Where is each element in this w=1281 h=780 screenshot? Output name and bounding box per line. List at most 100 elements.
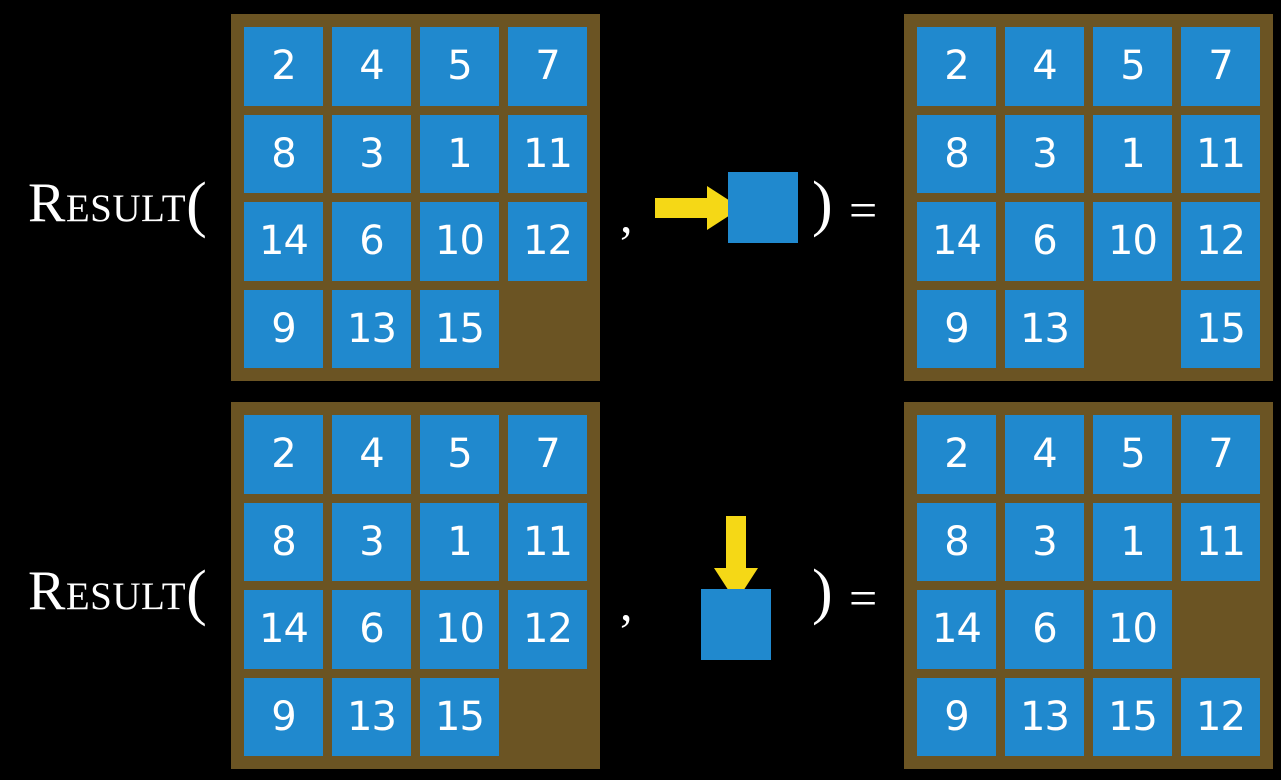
number-tile[interactable]: 13 xyxy=(332,677,411,756)
number-tile[interactable]: 15 xyxy=(420,677,499,756)
number-tile[interactable]: 9 xyxy=(244,677,323,756)
number-tile[interactable]: 6 xyxy=(1005,590,1084,669)
number-tile[interactable]: 2 xyxy=(244,415,323,494)
number-tile[interactable]: 10 xyxy=(1093,590,1172,669)
number-tile[interactable]: 11 xyxy=(508,502,587,581)
comma-separator-row1: , xyxy=(620,187,633,243)
number-tile[interactable]: 12 xyxy=(1181,677,1260,756)
number-tile[interactable]: 7 xyxy=(508,415,587,494)
empty-slot xyxy=(508,678,587,757)
number-tile[interactable]: 7 xyxy=(508,27,587,106)
result-function-label-row1: Result( xyxy=(28,170,207,236)
number-tile[interactable]: 8 xyxy=(917,502,996,581)
number-tile[interactable]: 11 xyxy=(508,114,587,193)
number-tile[interactable]: 8 xyxy=(244,502,323,581)
number-tile[interactable]: 5 xyxy=(420,27,499,106)
number-tile[interactable]: 13 xyxy=(1005,677,1084,756)
number-tile[interactable]: 3 xyxy=(332,114,411,193)
comma-separator-row2: , xyxy=(620,575,633,631)
equals-sign-row1: = xyxy=(849,182,878,238)
number-tile[interactable]: 7 xyxy=(1181,415,1260,494)
number-tile[interactable]: 2 xyxy=(917,415,996,494)
number-tile[interactable]: 1 xyxy=(420,114,499,193)
number-tile[interactable]: 9 xyxy=(917,677,996,756)
number-tile[interactable]: 15 xyxy=(1181,289,1260,368)
number-tile[interactable]: 15 xyxy=(1093,677,1172,756)
number-tile[interactable]: 9 xyxy=(244,289,323,368)
number-tile[interactable]: 13 xyxy=(332,289,411,368)
arrow-right-icon-row1 xyxy=(655,186,741,230)
number-tile[interactable]: 1 xyxy=(1093,114,1172,193)
result-function-label-row2: Result( xyxy=(28,558,207,624)
number-tile[interactable]: 2 xyxy=(917,27,996,106)
number-tile[interactable]: 6 xyxy=(332,202,411,281)
number-tile[interactable]: 3 xyxy=(1005,502,1084,581)
number-tile[interactable]: 10 xyxy=(420,202,499,281)
number-tile[interactable]: 9 xyxy=(917,289,996,368)
number-tile[interactable]: 4 xyxy=(332,415,411,494)
number-tile[interactable]: 5 xyxy=(1093,415,1172,494)
number-tile[interactable]: 4 xyxy=(332,27,411,106)
empty-slot xyxy=(508,290,587,369)
paren-open-row1: ( xyxy=(186,171,208,239)
paren-close-row2: ) xyxy=(812,558,833,626)
function-name-text-row2: Result xyxy=(28,560,187,622)
number-tile[interactable]: 14 xyxy=(244,202,323,281)
number-tile[interactable]: 12 xyxy=(508,590,587,669)
arrow-down-icon-row2 xyxy=(714,516,758,602)
number-tile[interactable]: 5 xyxy=(1093,27,1172,106)
number-tile[interactable]: 4 xyxy=(1005,27,1084,106)
number-tile[interactable]: 5 xyxy=(420,415,499,494)
number-tile[interactable]: 1 xyxy=(420,502,499,581)
number-tile[interactable]: 11 xyxy=(1181,114,1260,193)
number-tile[interactable]: 13 xyxy=(1005,289,1084,368)
number-tile[interactable]: 10 xyxy=(1093,202,1172,281)
number-tile[interactable]: 4 xyxy=(1005,415,1084,494)
blank-tile-icon-row2[interactable] xyxy=(701,589,771,660)
number-tile[interactable]: 14 xyxy=(917,590,996,669)
number-tile[interactable]: 3 xyxy=(332,502,411,581)
number-tile[interactable]: 1 xyxy=(1093,502,1172,581)
number-tile[interactable]: 10 xyxy=(420,590,499,669)
number-tile[interactable]: 14 xyxy=(917,202,996,281)
blank-tile-icon-row1[interactable] xyxy=(728,172,798,243)
number-tile[interactable]: 3 xyxy=(1005,114,1084,193)
number-tile[interactable]: 12 xyxy=(508,202,587,281)
number-tile[interactable]: 8 xyxy=(244,114,323,193)
number-tile[interactable]: 15 xyxy=(420,289,499,368)
number-tile[interactable]: 11 xyxy=(1181,502,1260,581)
number-tile[interactable]: 14 xyxy=(244,590,323,669)
number-tile[interactable]: 6 xyxy=(1005,202,1084,281)
number-tile[interactable]: 12 xyxy=(1181,202,1260,281)
function-name-text-row1: Result xyxy=(28,172,187,234)
number-tile[interactable]: 2 xyxy=(244,27,323,106)
number-tile[interactable]: 8 xyxy=(917,114,996,193)
number-tile[interactable]: 7 xyxy=(1181,27,1260,106)
number-tile[interactable]: 6 xyxy=(332,590,411,669)
empty-slot xyxy=(1181,590,1260,669)
